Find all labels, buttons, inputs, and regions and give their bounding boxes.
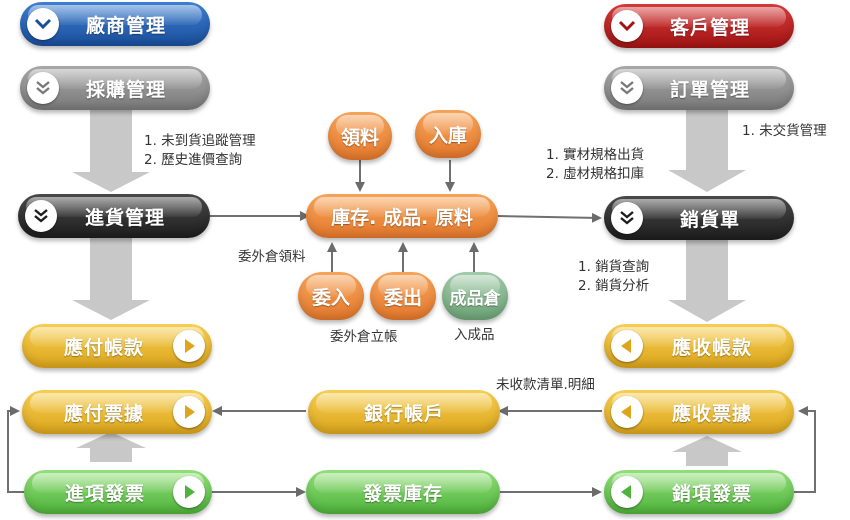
receiving-mgmt-label: 進貨管理	[84, 206, 165, 229]
purchase-note-1: 1. 未到貨追蹤管理	[144, 133, 256, 149]
play-right-icon	[173, 396, 205, 428]
outsource-ledger-note: 委外倉立帳	[330, 329, 398, 345]
finished-in-note: 入成品	[454, 327, 495, 343]
receivable-button[interactable]: 應收帳款	[604, 324, 794, 368]
finished-goods-label: 成品倉	[449, 288, 501, 309]
chevron-down-icon	[27, 8, 59, 40]
flow-arrow-input-invoice-up	[76, 432, 146, 462]
output-invoice-button[interactable]: 銷項發票	[604, 470, 794, 514]
order-notes: 1. 未交貨管理	[742, 122, 827, 141]
purchase-notes: 1. 未到貨追蹤管理 2. 歷史進價查詢	[144, 132, 256, 170]
flow-arrow-purchase-to-receiving	[72, 108, 150, 192]
payable-notes-button[interactable]: 應付票據	[22, 390, 212, 434]
customer-mgmt-button[interactable]: 客戶管理	[604, 4, 794, 48]
sales-order-label: 銷貨單	[679, 208, 740, 231]
purchase-note-2: 2. 歷史進價查詢	[144, 152, 243, 168]
flow-arrow-receiving-to-payable	[72, 236, 150, 320]
order-note-1: 1. 未交貨管理	[742, 123, 827, 139]
connector-inventory-to-sales	[497, 212, 602, 223]
order-mgmt-label: 訂單管理	[669, 78, 750, 101]
double-chevron-down-icon	[611, 202, 643, 234]
inventory-button[interactable]: 庫存. 成品. 原料	[306, 194, 498, 238]
output-invoice-label: 銷項發票	[671, 482, 752, 505]
stock-in-button[interactable]: 入庫	[415, 110, 481, 158]
purchase-mgmt-label: 採購管理	[85, 78, 166, 101]
invoice-stock-label: 發票庫存	[362, 482, 443, 505]
outsource-in-label: 委入	[311, 286, 350, 309]
purchase-mgmt-button[interactable]: 採購管理	[20, 66, 210, 110]
outsource-out-label: 委出	[383, 286, 422, 309]
input-invoice-button[interactable]: 進項發票	[24, 470, 212, 514]
flow-arrow-order-to-sales	[668, 108, 746, 192]
payable-label: 應付帳款	[63, 336, 144, 359]
uncollected-note: 未收款清單.明細	[496, 377, 595, 393]
customer-mgmt-label: 客戶管理	[669, 16, 750, 39]
payable-notes-label: 應付票據	[63, 402, 144, 425]
double-chevron-down-icon	[25, 200, 57, 232]
play-left-icon	[611, 476, 643, 508]
inventory-out-note-2: 2. 虛材規格扣庫	[546, 166, 645, 182]
vendor-mgmt-button[interactable]: 廠商管理	[20, 2, 210, 46]
receivable-notes-label: 應收票據	[671, 402, 752, 425]
double-chevron-down-icon	[611, 72, 643, 104]
sales-notes: 1. 銷貨查詢 2. 銷貨分析	[578, 258, 649, 296]
sales-note-1: 1. 銷貨查詢	[578, 259, 650, 275]
play-left-icon	[611, 396, 643, 428]
sales-note-2: 2. 銷貨分析	[578, 278, 650, 294]
order-mgmt-button[interactable]: 訂單管理	[604, 66, 794, 110]
inventory-label: 庫存. 成品. 原料	[331, 206, 473, 229]
bank-account-button[interactable]: 銀行帳戶	[308, 390, 500, 434]
outsource-material-note: 委外倉領料	[238, 249, 306, 265]
outsource-out-button[interactable]: 委出	[370, 272, 436, 320]
sales-order-button[interactable]: 銷貨單	[604, 196, 794, 240]
inventory-out-note-1: 1. 實材規格出貨	[546, 147, 645, 163]
receivable-notes-button[interactable]: 應收票據	[604, 390, 794, 434]
material-issue-label: 領料	[340, 126, 379, 149]
bank-account-label: 銀行帳戶	[363, 402, 444, 425]
play-right-icon	[173, 330, 205, 362]
flow-arrow-output-invoice-up	[672, 436, 742, 466]
finished-goods-button[interactable]: 成品倉	[442, 272, 508, 320]
connector-right-loop	[794, 406, 816, 493]
outsource-in-button[interactable]: 委入	[298, 272, 364, 320]
stock-in-label: 入庫	[428, 124, 467, 147]
vendor-mgmt-label: 廠商管理	[85, 14, 166, 37]
receiving-mgmt-button[interactable]: 進貨管理	[18, 194, 210, 238]
invoice-stock-button[interactable]: 發票庫存	[306, 470, 500, 514]
chevron-down-icon	[611, 10, 643, 42]
payable-button[interactable]: 應付帳款	[22, 324, 212, 368]
flow-arrow-sales-to-receivable	[668, 236, 746, 322]
double-chevron-down-icon	[27, 72, 59, 104]
receivable-label: 應收帳款	[671, 336, 752, 359]
input-invoice-label: 進項發票	[64, 482, 145, 505]
inventory-out-notes: 1. 實材規格出貨 2. 虛材規格扣庫	[546, 146, 644, 184]
material-issue-button[interactable]: 領料	[328, 112, 392, 160]
connector-left-loop	[7, 406, 26, 493]
play-right-icon	[173, 476, 205, 508]
play-left-icon	[611, 330, 643, 362]
